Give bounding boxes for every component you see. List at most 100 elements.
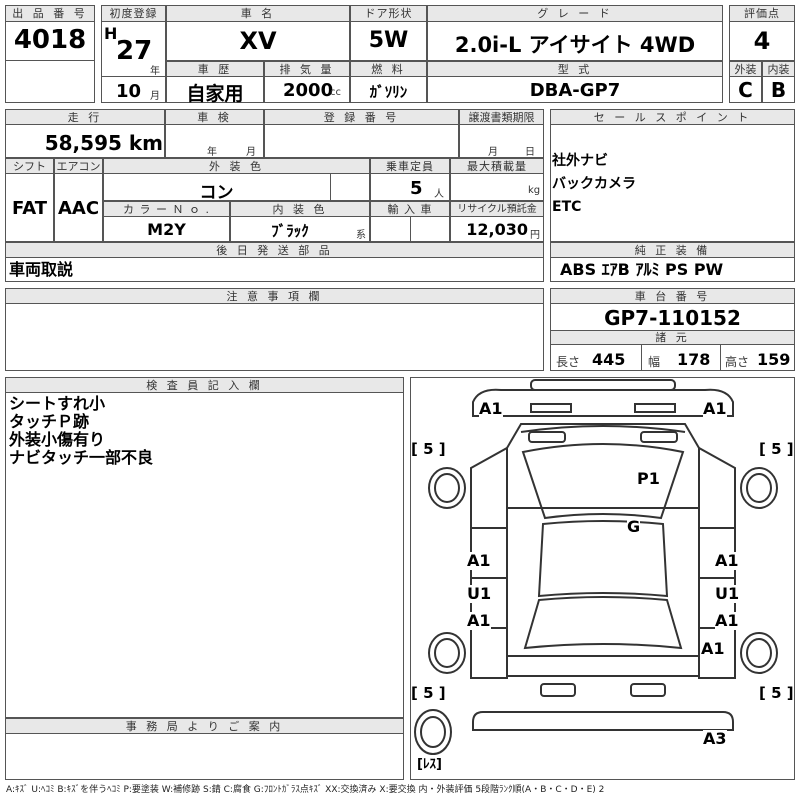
history-value: 自家用	[186, 83, 244, 105]
tire-front-left	[428, 467, 466, 509]
lot-value: 4018	[13, 25, 87, 55]
inspector-label: 検 査 員 記 入 欄	[5, 377, 404, 393]
tire-mark: [ 5 ]	[759, 684, 794, 702]
mileage-value: 58,595 km	[44, 131, 163, 155]
capacity-unit: 人	[434, 189, 444, 200]
score-value: 4	[753, 27, 771, 55]
headlight-left	[528, 431, 566, 443]
tire-rear-right-inner	[746, 638, 772, 668]
rear-bumper	[472, 711, 734, 731]
lot-blank-box	[5, 60, 95, 103]
length-value: 445	[592, 350, 626, 369]
tire-front-right	[740, 467, 778, 509]
door-label: ドア形状	[350, 5, 427, 22]
length-label: 長さ	[556, 355, 581, 369]
roof	[537, 520, 669, 598]
headlight-right	[640, 431, 678, 443]
inspection-year-unit: 年	[207, 147, 217, 158]
first-reg-year: 27	[116, 36, 153, 66]
inspection-label: 車 検	[165, 109, 264, 125]
sales-box	[550, 109, 795, 242]
windshield	[521, 443, 685, 520]
color-divider	[330, 174, 331, 201]
spare-tire-inner	[420, 716, 446, 748]
int-value: B	[770, 78, 787, 102]
legend: A:ｷｽﾞ U:ﾍｺﾐ B:ｷｽﾞを伴うﾍｺﾐ P:要塗装 W:補修跡 S:錆 …	[6, 785, 605, 795]
displacement-value: 2000	[283, 80, 334, 101]
front-bumper-bar	[530, 379, 676, 391]
sales-label: セ ー ル ス ポ イ ン ト	[550, 109, 795, 125]
spare-label: [ﾚｽ]	[417, 756, 442, 774]
displacement-unit: cc	[330, 87, 341, 98]
capacity-label: 乗車定員	[370, 158, 450, 174]
tire-front-right-inner	[746, 473, 772, 503]
capacity-value: 5	[410, 178, 423, 199]
damage-mark: A1	[715, 611, 739, 630]
damage-mark: U1	[715, 584, 740, 603]
fuel-label: 燃 料	[350, 61, 427, 77]
displacement-label: 排 気 量	[264, 61, 350, 77]
transfer-month-unit: 月	[488, 147, 498, 158]
height-label: 高さ	[725, 355, 750, 369]
hood	[506, 423, 700, 509]
taillight-left	[540, 683, 576, 697]
door-value: 5W	[368, 28, 409, 53]
diagram-box: A1 A1 P1 G A1 A1 U1 U1 A1 A1 A1 A3 [ 5 ]…	[410, 377, 795, 780]
colorno-label: カ ラ ー Ｎ ｏ .	[103, 201, 230, 217]
tire-mark: [ 5 ]	[411, 684, 446, 702]
interior-unit: 系	[356, 230, 366, 241]
import-label: 輸 入 車	[370, 201, 450, 217]
tire-front-left-inner	[434, 473, 460, 503]
sales-point: バックカメラ	[552, 176, 636, 192]
first-reg-month-unit: 月	[150, 91, 160, 102]
equipment-value: ABS ｴｱB ｱﾙﾐ PS PW	[560, 260, 724, 279]
name-label: 車 名	[166, 5, 350, 22]
inspection-month-unit: 月	[246, 147, 256, 158]
damage-mark: A1	[715, 551, 739, 570]
grade-value: 2.0i-L アイサイト 4WD	[454, 33, 696, 57]
damage-mark: A1	[703, 399, 727, 418]
model-label: 型 式	[427, 61, 723, 77]
front-grille-right	[634, 403, 676, 413]
lot-label: 出 品 番 号	[5, 5, 95, 22]
colorno-value: M2Y	[147, 220, 186, 239]
spec-divider-1	[641, 345, 642, 371]
reg-label: 登 録 番 号	[264, 109, 459, 125]
first-reg-year-unit: 年	[150, 66, 160, 77]
rear-window	[523, 596, 683, 650]
body-left	[470, 446, 508, 679]
car-diagram	[414, 379, 778, 755]
body-right	[698, 446, 736, 679]
name-value: XV	[239, 27, 277, 55]
first-reg-divider	[101, 76, 166, 77]
first-reg-month: 10	[116, 81, 142, 102]
recycle-unit: 円	[530, 230, 540, 241]
inspector-note: シートすれ小	[9, 394, 106, 413]
recycle-value: 12,030	[466, 220, 528, 239]
load-unit: kg	[528, 185, 541, 196]
inspector-note: タッチＰ跡	[9, 412, 90, 431]
equipment-label: 純 正 装 備	[550, 242, 795, 258]
taillight-right	[630, 683, 666, 697]
damage-mark: A1	[467, 551, 491, 570]
recycle-label: リサイクル預託金	[450, 201, 544, 217]
damage-mark: U1	[467, 584, 492, 603]
sales-point: 社外ナビ	[552, 153, 608, 169]
office-label: 事 務 局 よ り ご 案 内	[5, 718, 404, 734]
fuel-value: ｶﾞｿﾘﾝ	[369, 83, 408, 101]
color-label: 外 装 色	[103, 158, 370, 174]
sales-point: ETC	[552, 199, 582, 215]
tire-rear-right	[740, 632, 778, 674]
transfer-day-unit: 日	[525, 147, 535, 158]
color-value: コン	[199, 183, 234, 203]
damage-mark: A1	[467, 611, 491, 630]
history-label: 車 歴	[166, 61, 264, 77]
mileage-label: 走 行	[5, 109, 165, 125]
ext-value: C	[738, 78, 753, 102]
grade-label: グ レ ー ド	[427, 5, 723, 22]
tire-rear-left	[428, 632, 466, 674]
shift-value: FAT	[11, 198, 48, 219]
height-value: 159	[757, 350, 791, 369]
score-label: 評価点	[729, 5, 795, 22]
transfer-label: 譲渡書類期限	[459, 109, 544, 125]
